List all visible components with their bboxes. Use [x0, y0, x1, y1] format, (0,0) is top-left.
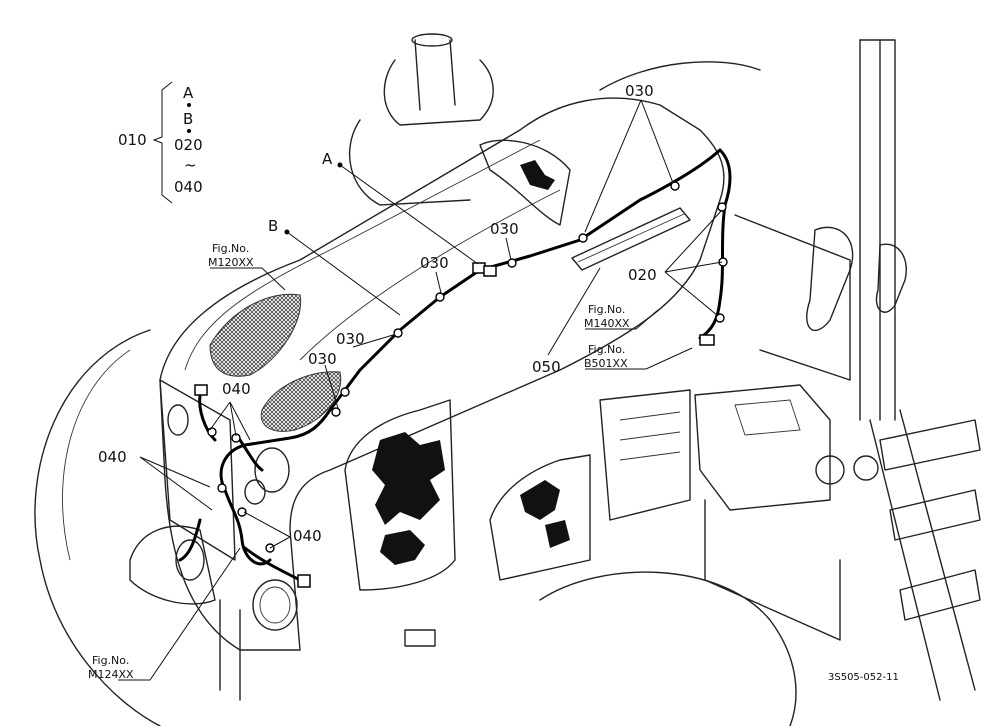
label-part-050: 050: [532, 358, 561, 376]
label-group-tilde: ~: [184, 156, 197, 174]
label-group-b: B: [183, 110, 193, 128]
label-group-040: 040: [174, 178, 203, 196]
figref-m124-no: M124XX: [88, 668, 134, 681]
label-part-040-b: 040: [98, 448, 127, 466]
dot-separator: [187, 103, 191, 107]
figref-b501-no: B501XX: [584, 357, 628, 370]
tractor-outline: [34, 33, 981, 726]
drawing-number: 3S505-052-11: [828, 672, 899, 683]
figref-m120-fig: Fig.No.: [212, 242, 249, 255]
dot-separator: [187, 129, 191, 133]
callout-labels: 010 A B 020 ~ 040 A B 030 030 030 030 03…: [88, 82, 899, 683]
figref-m120-no: M120XX: [208, 256, 254, 269]
label-part-030-left: 030: [420, 254, 449, 272]
label-group-a: A: [183, 84, 194, 102]
leader-lines: [118, 81, 723, 681]
label-part-040-c: 040: [293, 527, 322, 545]
label-part-030-top: 030: [625, 82, 654, 100]
label-part-040-a: 040: [222, 380, 251, 398]
label-part-030-mid: 030: [490, 220, 519, 238]
label-group-020: 020: [174, 136, 203, 154]
figref-m124-fig: Fig.No.: [92, 654, 129, 667]
label-ref-a: A: [322, 150, 333, 168]
label-ref-b: B: [268, 217, 278, 235]
figref-m140-fig: Fig.No.: [588, 303, 625, 316]
figref-m140-no: M140XX: [584, 317, 630, 330]
label-part-020: 020: [628, 266, 657, 284]
label-part-030-low1: 030: [336, 330, 365, 348]
label-group-010: 010: [118, 131, 147, 149]
label-part-030-low2: 030: [308, 350, 337, 368]
figref-b501-fig: Fig.No.: [588, 343, 625, 356]
hood: [129, 97, 725, 701]
